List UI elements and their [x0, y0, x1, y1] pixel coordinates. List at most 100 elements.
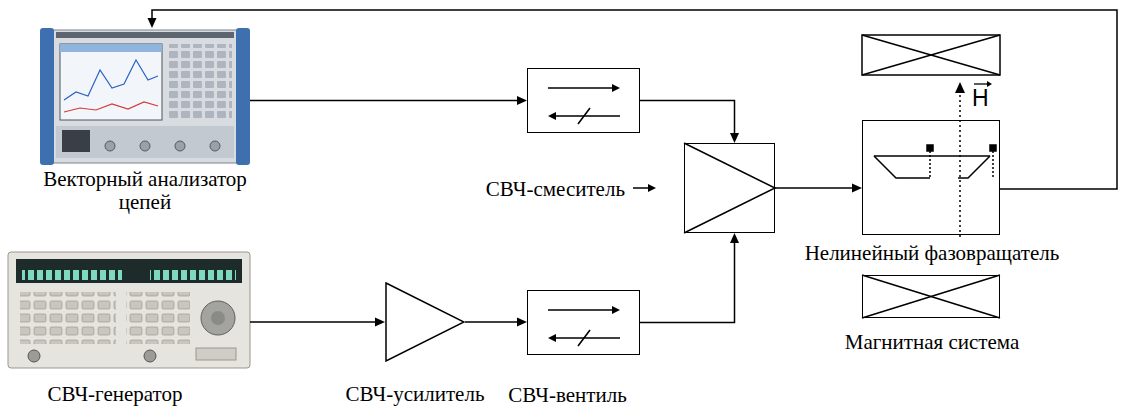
analyzer-node: Векторный анализатор цепей	[40, 28, 250, 165]
display-digits	[22, 262, 122, 280]
generator-keypad	[20, 292, 116, 344]
arrow-head	[517, 96, 527, 105]
caption-text: Магнитная система	[845, 330, 1020, 354]
analyzer-handle	[40, 28, 54, 165]
signal-connector	[775, 184, 862, 193]
signal-connector	[640, 101, 739, 144]
magnet-box	[862, 35, 1000, 75]
signal-connector	[640, 233, 739, 323]
blocking-slash	[578, 108, 590, 124]
analyzer-screen	[60, 44, 162, 120]
analyzer-port-panel	[56, 126, 234, 158]
analyzer-port	[105, 141, 115, 151]
reverse-arrow	[555, 337, 620, 339]
signal-connector	[250, 96, 527, 105]
arrow-head	[612, 84, 620, 92]
generator-keypad	[126, 292, 190, 344]
connector-line	[640, 101, 735, 136]
mixer-symbol	[684, 143, 775, 233]
isolator-symbol	[548, 306, 620, 346]
analyzer-top-strip	[56, 32, 234, 38]
probe-line	[929, 151, 931, 178]
probe-pad	[990, 145, 996, 151]
strip-line	[958, 156, 990, 178]
isolator-box	[527, 68, 640, 133]
isolator-symbol	[548, 84, 620, 124]
generator-node: СВЧ-генератор	[8, 250, 250, 370]
magnet-cross	[862, 35, 1000, 75]
magnet-box: Магнитная система	[862, 275, 1000, 318]
amplifier-shape	[386, 283, 464, 361]
probe-pad	[927, 145, 933, 151]
amplifier-outline	[385, 282, 465, 362]
analyzer-drive	[62, 130, 90, 152]
arrow-head	[730, 133, 739, 143]
probe-line	[992, 151, 994, 178]
node-caption: Нелинейный фазовращатель	[805, 242, 1060, 265]
generator-body	[8, 252, 250, 368]
caption-text: СВЧ-смеситель	[486, 177, 625, 201]
arrow-head	[955, 82, 965, 93]
generator-switch	[196, 348, 236, 360]
field-label-text: H	[972, 85, 989, 111]
generator-knob	[201, 301, 235, 335]
generator-knob-center	[211, 311, 225, 325]
blocking-slash	[578, 330, 590, 346]
pointer-line	[633, 187, 649, 189]
screen-trace	[64, 102, 158, 112]
forward-arrow	[548, 87, 613, 89]
analyzer-keypad	[168, 44, 232, 120]
microstrip-symbol	[874, 145, 996, 178]
node-caption: СВЧ-генератор	[47, 383, 182, 406]
node-caption: Магнитная система	[845, 331, 1020, 354]
caption-text: СВЧ-генератор	[47, 382, 182, 406]
network-analyzer-picture	[40, 28, 250, 165]
forward-arrow	[548, 309, 613, 311]
caption-text: СВЧ-усилитель	[346, 382, 485, 406]
strip-line	[874, 156, 930, 178]
amplifier-triangle: СВЧ-усилитель	[385, 282, 465, 362]
phase-shifter-box: Нелинейный фазовращатель	[862, 120, 1000, 235]
caption-text: СВЧ-вентиль	[508, 383, 626, 407]
vector-mark	[974, 83, 988, 84]
analyzer-screen-bar	[60, 44, 162, 52]
caption-text: Векторный анализатор цепей	[43, 167, 247, 214]
arrow-head	[517, 318, 527, 327]
analyzer-port	[210, 141, 220, 151]
screen-trace	[64, 60, 158, 100]
generator-port	[28, 350, 40, 362]
connector-line	[465, 321, 519, 323]
signal-connector	[148, 10, 1118, 189]
field-label: H	[972, 87, 989, 110]
generator-display	[16, 259, 242, 283]
magnet-cross	[862, 275, 1000, 318]
analyzer-port	[140, 141, 150, 151]
field-vector	[955, 81, 992, 237]
mixer-box: СВЧ-смеситель	[684, 143, 775, 233]
isolator-box: СВЧ-вентиль	[527, 290, 640, 355]
strip-line	[874, 155, 990, 157]
arrow-head	[852, 184, 862, 193]
connector-line	[640, 241, 735, 323]
arrow-head	[648, 184, 656, 192]
node-caption: СВЧ-вентиль	[508, 384, 626, 407]
node-caption: СВЧ-смеситель	[486, 178, 625, 201]
mixer-pointer	[633, 184, 656, 192]
magnet-top	[862, 35, 1000, 75]
connector-line	[152, 10, 1117, 189]
generator-picture	[8, 252, 250, 368]
connector-line	[250, 321, 377, 323]
generator-port	[144, 350, 156, 362]
signal-connector	[250, 318, 385, 327]
connector-line	[250, 100, 519, 102]
caption-text: Нелинейный фазовращатель	[805, 241, 1060, 265]
field-line	[959, 92, 961, 237]
analyzer-port	[175, 141, 185, 151]
magnet-cross	[862, 275, 1000, 318]
reverse-arrow	[555, 115, 620, 117]
arrow-head	[548, 334, 556, 342]
magnet-cross	[862, 35, 1000, 75]
analyzer-handle	[236, 28, 250, 165]
arrow-head	[548, 112, 556, 120]
